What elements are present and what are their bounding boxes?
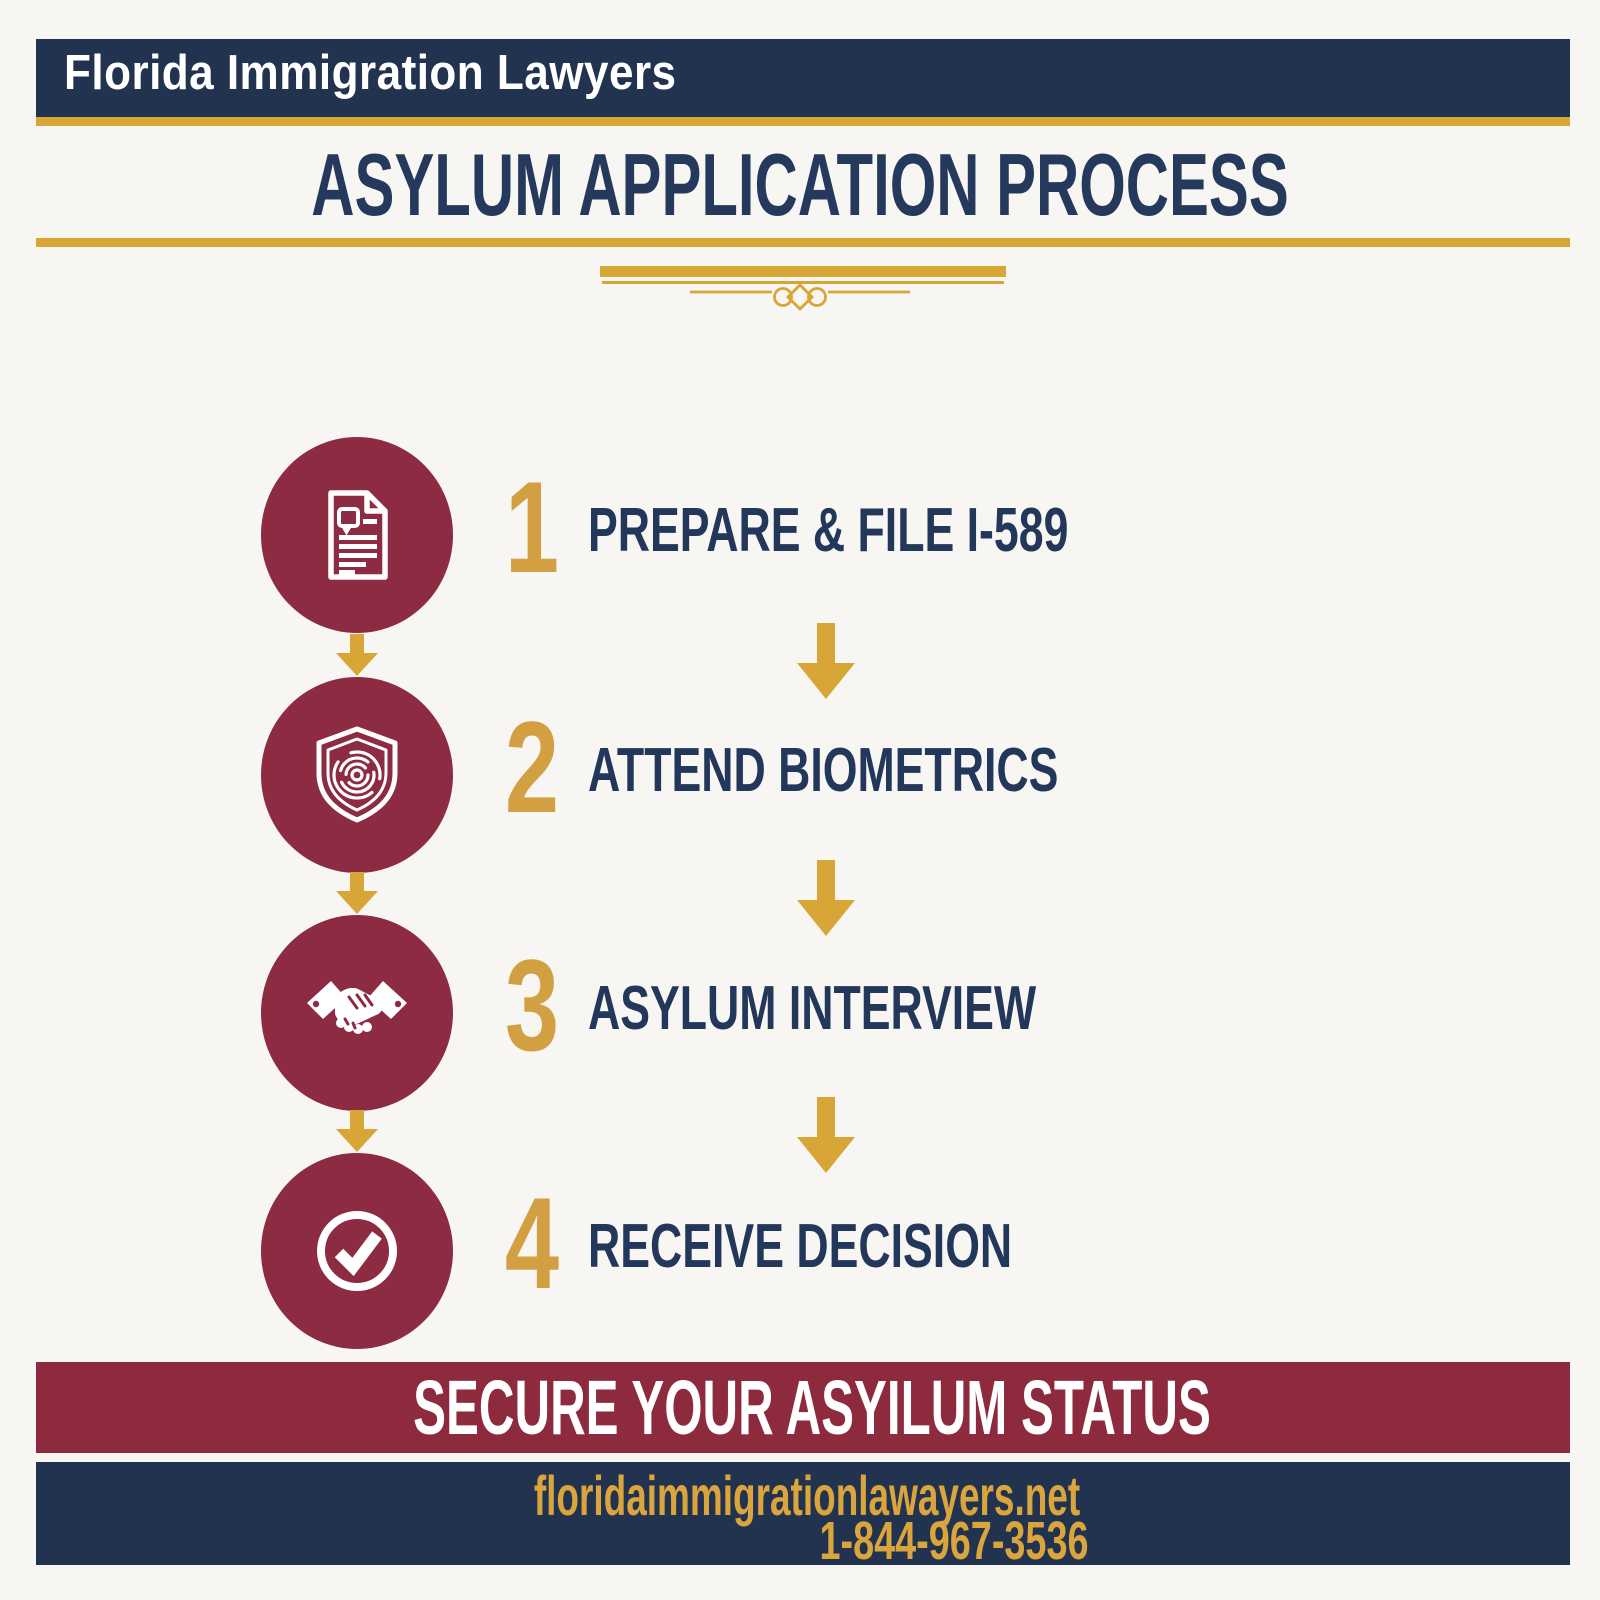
down-arrow-icon — [797, 623, 855, 699]
fingerprint-shield-icon — [316, 726, 398, 823]
step-label: ATTEND BIOMETRICS — [588, 736, 1059, 805]
ornament-bar-thin — [602, 281, 1004, 284]
step-circle — [261, 677, 453, 873]
handshake-icon — [307, 981, 407, 1034]
step-number: 2 — [504, 694, 560, 840]
header-bar — [36, 39, 1570, 117]
down-arrow-icon — [336, 1110, 378, 1152]
step-label: ASYLUM INTERVIEW — [588, 974, 1037, 1043]
down-arrow-icon — [797, 1097, 855, 1173]
down-arrow-icon — [797, 860, 855, 936]
brand-text: Florida Immigration Lawyers — [64, 46, 677, 100]
cta-text: SECURE YOUR ASYILUM STATUS — [413, 1365, 1211, 1451]
header-gold-strip — [36, 117, 1570, 126]
document-i589-icon — [328, 490, 388, 580]
cta-banner — [36, 1362, 1570, 1453]
website-text: floridaimmigrationlawayers.net — [533, 1464, 1081, 1527]
step-number: 4 — [504, 1170, 560, 1316]
step-number: 1 — [504, 454, 560, 600]
title-underline — [36, 238, 1570, 247]
down-arrow-icon — [336, 634, 378, 676]
ornament-knot-icon — [690, 283, 910, 311]
down-arrow-icon — [336, 872, 378, 914]
footer-bar — [36, 1462, 1570, 1565]
step-number: 3 — [504, 932, 560, 1078]
step-circle — [261, 1153, 453, 1349]
step-label: PREPARE & FILE I-589 — [588, 496, 1069, 565]
step-label: RECEIVE DECISION — [588, 1212, 1013, 1281]
check-circle-icon — [317, 1211, 397, 1291]
page-title: ASYLUM APPLICATION PROCESS — [311, 135, 1289, 234]
phone-text: 1-844-967-3536 — [819, 1511, 1089, 1571]
ornament-bar-thick — [600, 266, 1006, 277]
